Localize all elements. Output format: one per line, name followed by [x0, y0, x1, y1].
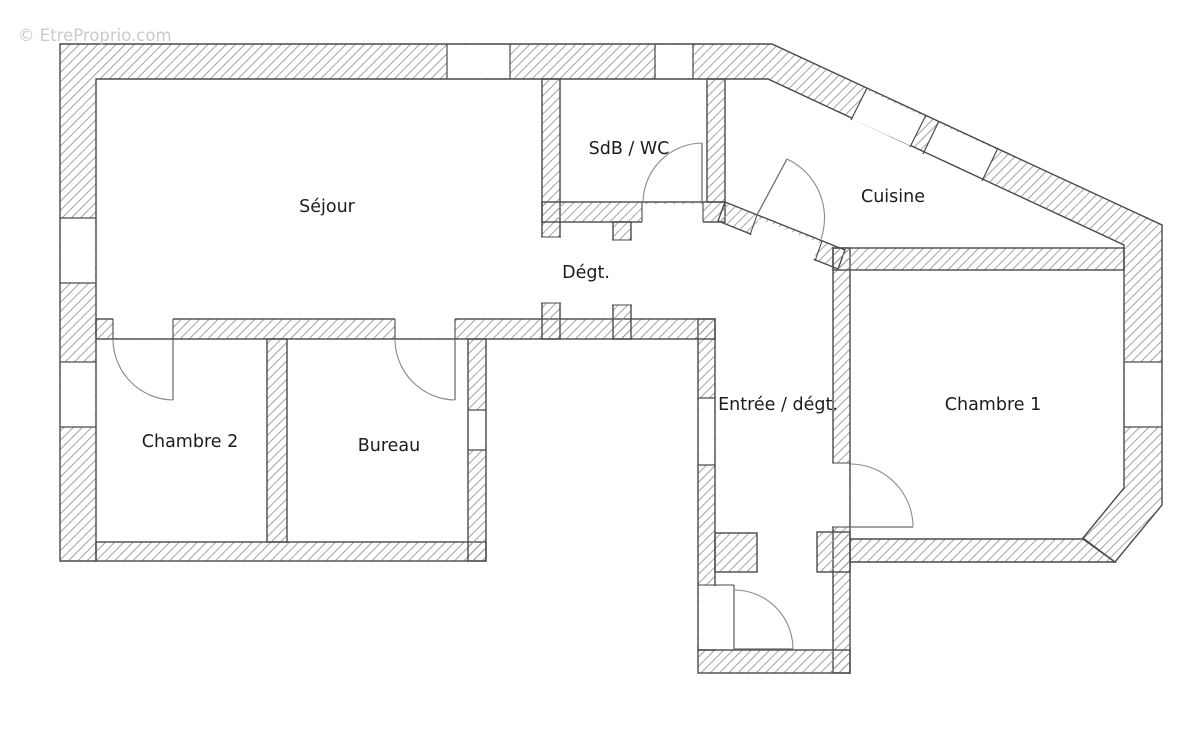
wall-jamb-block-right [816, 531, 851, 573]
wall-sdb-cuisine [706, 78, 726, 203]
opening-sejour-degt [541, 236, 561, 304]
label-cuisine: Cuisine [861, 187, 925, 207]
opening-degt-hall [612, 239, 632, 306]
window-chambre1-right [1124, 361, 1162, 428]
wall-corridor-right [832, 247, 851, 674]
door-chambre1-icon [849, 463, 914, 528]
door-chambre2-icon [112, 338, 174, 401]
wall-chambre2-bureau [266, 338, 288, 543]
window-corridor-left [698, 397, 715, 466]
room-labels: Séjour SdB / WC Cuisine Dégt. Chambre 2 … [142, 139, 1041, 456]
window-left-chambre2 [60, 361, 96, 428]
label-chambre2: Chambre 2 [142, 432, 238, 452]
door-entrance-icon [733, 589, 794, 650]
door-sdb-icon [642, 142, 703, 203]
label-entree: Entrée / dégt. [718, 395, 838, 415]
label-sejour: Séjour [299, 197, 356, 217]
wall-jamb-block-left [714, 532, 758, 573]
opening-sdb [641, 202, 704, 224]
door-bureau-icon [394, 338, 456, 401]
wall-chambre1-bottom [849, 538, 1118, 563]
opening-chambre1 [831, 462, 851, 528]
window-bureau-right [468, 409, 486, 451]
opening-entrance [698, 584, 735, 650]
wall-bottom-left [95, 541, 487, 562]
windows [60, 44, 1162, 466]
window-top-sejour [446, 44, 511, 79]
wall-cuisine-chambre1 [832, 247, 1125, 271]
window-left-sejour [60, 217, 96, 284]
doors [112, 142, 914, 650]
window-top-sdb [654, 44, 694, 79]
wall-vestibule-bottom [697, 649, 851, 674]
opening-cuisine [749, 214, 823, 262]
window-diagonal-cuisine-2 [922, 120, 999, 182]
label-chambre1: Chambre 1 [945, 395, 1041, 415]
opening-chambre2 [112, 317, 174, 340]
opening-bureau [394, 317, 456, 340]
door-cuisine-icon [756, 158, 826, 240]
label-degt: Dégt. [562, 263, 610, 283]
watermark-text: © EtreProprio.com [18, 26, 172, 45]
label-sdb-wc: SdB / WC [589, 139, 670, 159]
door-openings [112, 202, 851, 650]
window-diagonal-cuisine-1 [850, 87, 927, 148]
label-bureau: Bureau [358, 436, 421, 456]
wall-outer-ring [59, 43, 1163, 563]
